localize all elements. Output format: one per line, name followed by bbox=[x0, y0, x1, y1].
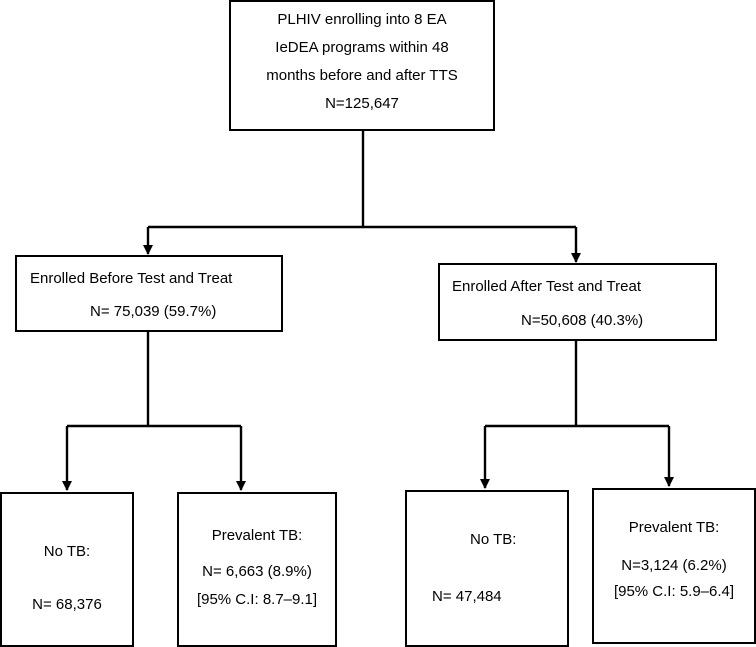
root-line-1: PLHIV enrolling into 8 EA bbox=[277, 11, 447, 28]
before-prevalent-tb-box: Prevalent TB: N= 6,663 (8.9%) [95% C.I: … bbox=[177, 492, 337, 647]
root-line-2: IeDEA programs within 48 bbox=[275, 39, 449, 56]
enrolled-before-title: Enrolled Before Test and Treat bbox=[30, 270, 233, 287]
after-prevalent-tb-count: N=3,124 (6.2%) bbox=[621, 557, 727, 574]
enrolled-before-box: Enrolled Before Test and Treat N= 75,039… bbox=[15, 255, 283, 332]
before-no-tb-count: N= 68,376 bbox=[32, 596, 102, 613]
after-prevalent-tb-ci: [95% C.I: 5.9–6.4] bbox=[613, 583, 735, 600]
enrolled-after-title: Enrolled After Test and Treat bbox=[452, 278, 642, 295]
after-prevalent-tb-box: Prevalent TB: N=3,124 (6.2%) [95% C.I: 5… bbox=[592, 488, 756, 644]
root-line-4: N=125,647 bbox=[325, 95, 399, 112]
enrolled-after-count: N=50,608 (40.3%) bbox=[521, 312, 644, 329]
before-no-tb-title: No TB: bbox=[43, 543, 91, 560]
after-no-tb-box: No TB: N= 47,484 bbox=[405, 490, 569, 647]
before-prevalent-tb-count: N= 6,663 (8.9%) bbox=[202, 563, 312, 580]
after-no-tb-title: No TB: bbox=[470, 531, 517, 548]
after-prevalent-tb-title: Prevalent TB: bbox=[628, 519, 720, 536]
before-prevalent-tb-ci: [95% C.I: 8.7–9.1] bbox=[196, 591, 318, 608]
root-line-3: months before and after TTS bbox=[266, 67, 458, 84]
enrolled-before-count: N= 75,039 (59.7%) bbox=[90, 303, 217, 320]
root-box: PLHIV enrolling into 8 EA IeDEA programs… bbox=[229, 0, 495, 131]
before-no-tb-box: No TB: N= 68,376 bbox=[0, 492, 134, 647]
before-prevalent-tb-title: Prevalent TB: bbox=[211, 527, 303, 544]
after-no-tb-count: N= 47,484 bbox=[432, 588, 502, 605]
enrolled-after-box: Enrolled After Test and Treat N=50,608 (… bbox=[438, 263, 717, 341]
